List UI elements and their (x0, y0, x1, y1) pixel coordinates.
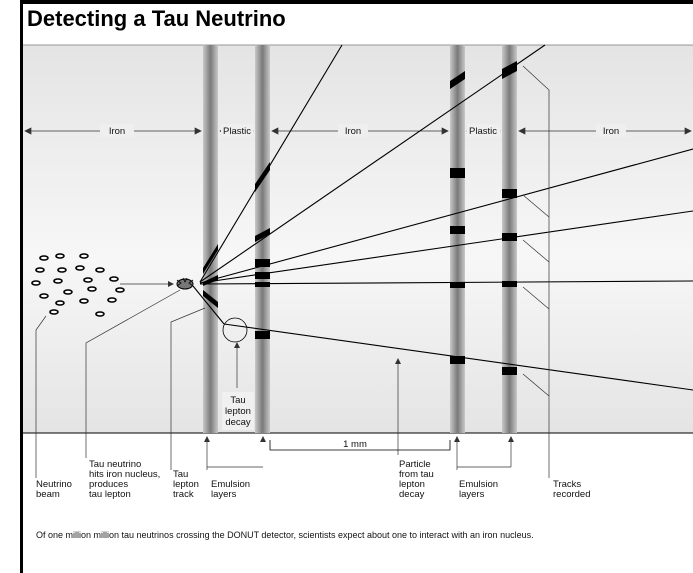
tau-track-leader (170, 307, 206, 470)
svg-text:Particle: Particle (399, 459, 431, 470)
iron-left-label: Iron (109, 126, 125, 137)
svg-text:Tau neutrino: Tau neutrino (89, 459, 141, 470)
svg-text:lepton: lepton (225, 406, 251, 417)
svg-text:recorded: recorded (553, 489, 591, 500)
svg-text:decay: decay (399, 489, 425, 500)
detector-panel (23, 45, 693, 433)
track-5 (199, 280, 693, 285)
emulsion-layer-1 (203, 45, 218, 433)
svg-text:produces: produces (89, 479, 128, 490)
svg-text:Tau: Tau (230, 395, 245, 406)
svg-text:lepton: lepton (399, 479, 425, 490)
iron-nucleus-hit (176, 278, 194, 290)
neutrino-beam (31, 253, 125, 317)
iron-middle-label: Iron (345, 126, 361, 137)
svg-text:Neutrino: Neutrino (36, 479, 72, 490)
figure-caption: Of one million million tau neutrinos cro… (36, 530, 534, 540)
plastic-left-label: Plastic (223, 126, 251, 137)
emulsion-layers-left-label: Emulsion layers (211, 479, 250, 500)
svg-text:layers: layers (459, 489, 485, 500)
svg-text:decay: decay (225, 417, 251, 428)
beam-leader (35, 315, 47, 478)
svg-text:Emulsion: Emulsion (459, 479, 498, 490)
particle-decay-label: Particle from tau lepton decay (399, 459, 434, 500)
scale-label: 1 mm (343, 439, 367, 450)
svg-text:hits iron nucleus,: hits iron nucleus, (89, 469, 160, 480)
hit-leader (85, 289, 181, 458)
svg-text:Tracks: Tracks (553, 479, 581, 490)
starburst-icon (176, 277, 194, 287)
plastic-right-label: Plastic (469, 126, 497, 137)
svg-text:from tau: from tau (399, 469, 434, 480)
tracks-recorded-label: Tracks recorded (553, 479, 591, 500)
tau-lepton-track-label: Tau lepton track (173, 469, 199, 500)
track-4 (199, 210, 693, 284)
tau-lepton-decay-label: Tau lepton decay (225, 395, 251, 428)
track-3 (199, 148, 693, 284)
svg-text:Emulsion: Emulsion (211, 479, 250, 490)
track-2 (199, 44, 546, 283)
figure-title: Detecting a Tau Neutrino (27, 6, 286, 31)
tracks-recorded-leader (522, 65, 550, 478)
svg-text:track: track (173, 489, 194, 500)
svg-text:tau lepton: tau lepton (89, 489, 131, 500)
emulsion-layer-3 (450, 45, 465, 433)
tau-neutrino-hit-label: Tau neutrino hits iron nucleus, produces… (89, 459, 160, 500)
scale-bar (269, 440, 451, 451)
iron-right-label: Iron (603, 126, 619, 137)
svg-text:Tau: Tau (173, 469, 188, 480)
track-1 (199, 44, 343, 283)
svg-text:lepton: lepton (173, 479, 199, 490)
svg-text:layers: layers (211, 489, 237, 500)
svg-text:beam: beam (36, 489, 60, 500)
decay-point-marker (222, 317, 248, 343)
top-rule (20, 0, 693, 4)
tau-lepton-track (192, 285, 225, 325)
emulsion-layers-right-label: Emulsion layers (459, 479, 498, 500)
neutrino-beam-label: Neutrino beam (36, 479, 72, 500)
